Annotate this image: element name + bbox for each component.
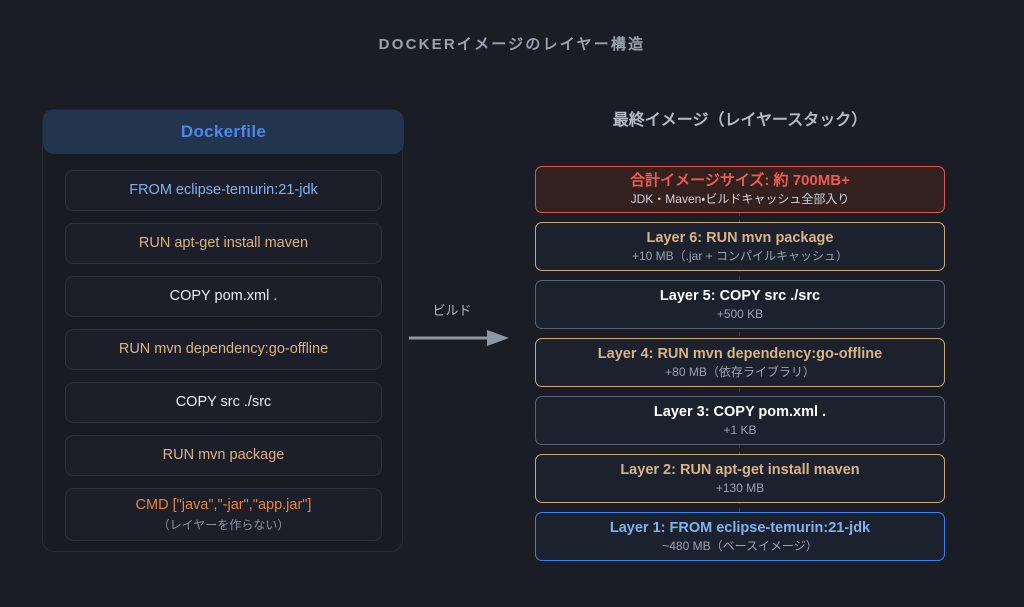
total-image-size-box: 合計イメージサイズ: 約 700MB+JDK・Maven・ビルドキャッシュ全部入… xyxy=(535,166,945,213)
page-title: DOCKERイメージのレイヤー構造 xyxy=(378,36,646,53)
dockerfile-instruction[interactable]: RUN mvn package xyxy=(65,435,382,476)
arrow-right-icon xyxy=(409,328,513,353)
dockerfile-instruction[interactable]: COPY src ./src xyxy=(65,382,382,423)
layer-size-note: +10 MB（.jar + コンパイルキャッシュ） xyxy=(631,248,849,263)
layer-box[interactable]: Layer 5: COPY src ./src +500 KB xyxy=(535,280,945,329)
dockerfile-panel-header: Dockerfile xyxy=(43,110,404,154)
layer-stack: 合計イメージサイズ: 約 700MB+JDK・Maven・ビルドキャッシュ全部入… xyxy=(535,166,945,561)
dockerfile-instruction[interactable]: FROM eclipse-temurin:21-jdk xyxy=(65,170,382,211)
dockerfile-instruction[interactable]: RUN apt-get install maven xyxy=(65,223,382,264)
layer-size-note: +500 KB xyxy=(716,306,764,321)
dockerfile-instruction-text: COPY src ./src xyxy=(175,393,272,410)
layer-title: Layer 4: RUN mvn dependency:go-offline xyxy=(597,345,883,362)
layer-box[interactable]: Layer 2: RUN apt-get install maven +130 M… xyxy=(535,454,945,503)
dockerfile-instruction-text: FROM eclipse-temurin:21-jdk xyxy=(129,181,318,198)
dockerfile-instruction-text: RUN apt-get install maven xyxy=(138,234,309,251)
dockerfile-instruction-text: RUN mvn package xyxy=(162,446,285,463)
dockerfile-instruction-note: （レイヤーを作らない） xyxy=(157,517,290,532)
layer-size-note: +130 MB xyxy=(715,480,765,495)
layer-title: Layer 1: FROM eclipse-temurin:21-jdk xyxy=(609,519,871,536)
build-arrow-group: ビルド xyxy=(409,300,517,355)
build-arrow-label: ビルド xyxy=(432,303,472,318)
layer-box[interactable]: Layer 3: COPY pom.xml . +1 KB xyxy=(535,396,945,445)
dockerfile-instruction-text: RUN mvn dependency:go-offline xyxy=(118,340,329,357)
layer-size-note: +1 KB xyxy=(723,422,757,437)
total-image-size-label: 合計イメージサイズ: 約 700MB+ xyxy=(630,172,850,190)
layer-title: Layer 2: RUN apt-get install maven xyxy=(620,461,860,478)
layer-title: Layer 5: COPY src ./src xyxy=(659,287,821,304)
dockerfile-instruction-text: COPY pom.xml . xyxy=(169,287,278,304)
layer-box[interactable]: Layer 4: RUN mvn dependency:go-offline +8… xyxy=(535,338,945,387)
layer-box[interactable]: Layer 1: FROM eclipse-temurin:21-jdk ~480… xyxy=(535,512,945,561)
layer-title: Layer 3: COPY pom.xml . xyxy=(653,403,827,420)
layer-title: Layer 6: RUN mvn package xyxy=(646,229,834,246)
layer-stack-title: 最終イメージ（レイヤースタック） xyxy=(612,112,868,129)
dockerfile-instruction[interactable]: COPY pom.xml . xyxy=(65,276,382,317)
dockerfile-instruction-text: CMD ["java","-jar","app.jar"] xyxy=(135,497,312,514)
dockerfile-instruction[interactable]: CMD ["java","-jar","app.jar"] （レイヤーを作らない） xyxy=(65,488,382,541)
total-image-size-note: JDK・Maven・ビルドキャッシュ全部入り xyxy=(630,191,850,206)
dockerfile-instruction[interactable]: RUN mvn dependency:go-offline xyxy=(65,329,382,370)
layer-box[interactable]: Layer 6: RUN mvn package +10 MB（.jar + コン… xyxy=(535,222,945,271)
layer-size-note: ~480 MB（ベースイメージ） xyxy=(662,538,818,553)
layer-size-note: +80 MB（依存ライブラリ） xyxy=(665,364,815,379)
